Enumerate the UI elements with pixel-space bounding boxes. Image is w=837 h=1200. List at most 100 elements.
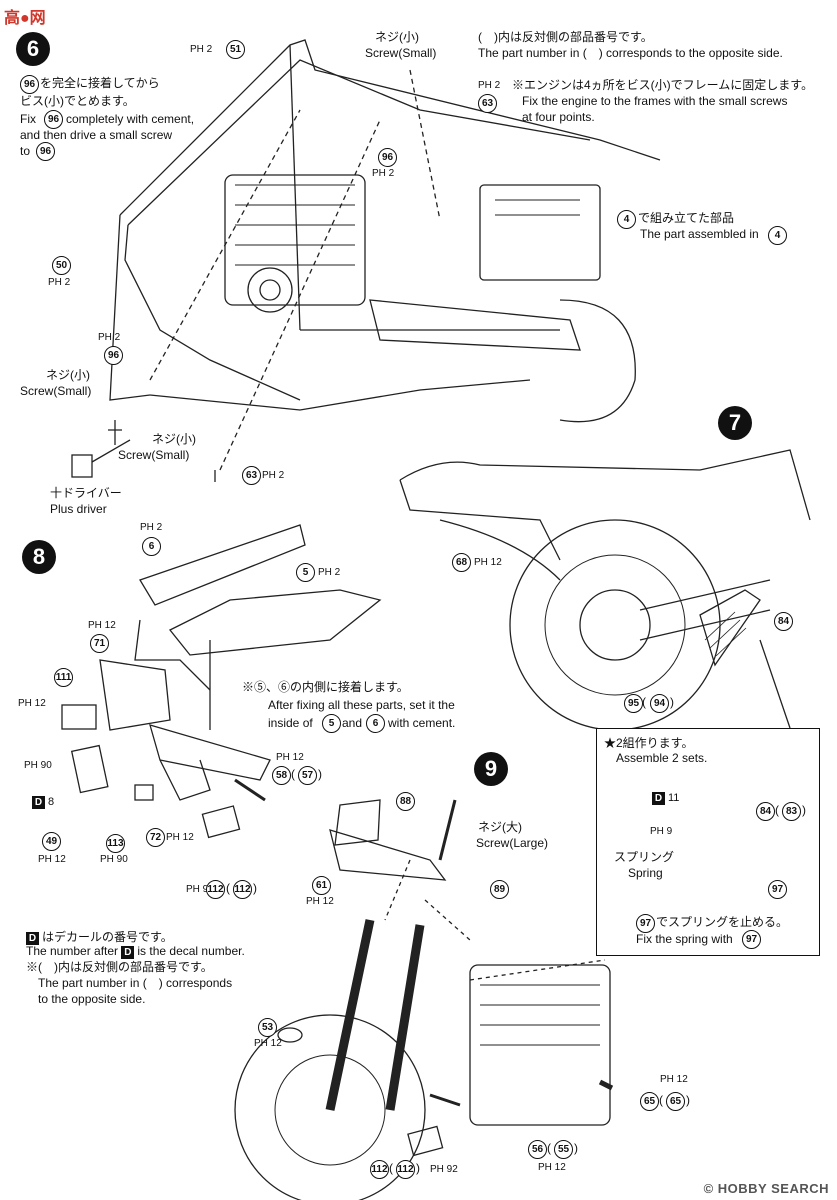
sheet-ph12-111: PH 12 [18, 698, 46, 709]
step6-note-jp-2: ビス(小)でとめます。 [20, 94, 135, 108]
sheet-ph2-96low: PH 2 [98, 332, 121, 343]
sheet-ph12-71: PH 12 [88, 620, 116, 631]
part-96-ref: 96 [20, 75, 39, 94]
step6-note-jp-1: を完全に接着してから [40, 76, 160, 90]
fix-spring-en: Fix the spring with [636, 932, 733, 946]
assemble-2-en: Assemble 2 sets. [616, 751, 708, 765]
part-83: 83 [782, 802, 801, 821]
sheet-ph90-113: PH 90 [100, 854, 128, 865]
sheet-ph12-68: PH 12 [474, 557, 502, 568]
cement-note-en-2: inside of [268, 716, 313, 730]
step6-note-en-1b: completely with cement, [66, 112, 195, 126]
part-96-ref-en: 96 [44, 110, 63, 129]
sheet-ph2-51: PH 2 [190, 44, 213, 55]
paren-83-close: ) [802, 803, 806, 817]
sheet-ph12-61: PH 12 [306, 896, 334, 907]
screw-large-jp: ネジ(大) [478, 820, 522, 834]
ref-6: 6 [366, 714, 385, 733]
part-84: 84 [774, 612, 793, 631]
part-71: 71 [90, 634, 109, 653]
part-113: 113 [106, 834, 125, 853]
part-5: 5 [296, 563, 315, 582]
step6-note-en-1a: Fix [20, 112, 36, 126]
decal-d-icon: D [26, 932, 39, 945]
part-61: 61 [312, 876, 331, 895]
part-112-opp: 112 [233, 880, 252, 899]
driver-jp: 十ドライバー [50, 486, 122, 500]
sheet-ph92-112: PH 92 [186, 884, 214, 895]
paren-open-94: ( [642, 695, 646, 709]
screw-large-en: Screw(Large) [476, 836, 549, 850]
step-7-badge: 7 [718, 406, 752, 440]
part-57: 57 [298, 766, 317, 785]
part-55: 55 [554, 1140, 573, 1159]
cement-note-en-1: After fixing all these parts, set it the [268, 698, 455, 712]
paren-55-close: ) [574, 1141, 578, 1155]
opposite2-en-2: to the opposite side. [38, 992, 146, 1006]
fix-spring-jp: でスプリングを止める。 [656, 915, 789, 929]
part-95: 95 [624, 694, 643, 713]
part-63-low: 63 [242, 466, 261, 485]
sheet-ph2-63low: PH 2 [262, 470, 285, 481]
part-49: 49 [42, 832, 61, 851]
step-9-badge: 9 [474, 752, 508, 786]
part-96-ref-en2: 96 [36, 142, 55, 161]
sheet-ph2-50: PH 2 [48, 277, 71, 288]
sheet-ph2-6: PH 2 [140, 522, 163, 533]
assembled-en: The part assembled in [640, 227, 759, 241]
engine-note-en-1: Fix the engine to the frames with the sm… [522, 94, 788, 108]
assemble-2-jp: ★2組作ります。 [604, 736, 694, 750]
paren-55-open: ( [547, 1141, 551, 1155]
part-84-box: 84 [756, 802, 775, 821]
sheet-ph12-58: PH 12 [276, 752, 304, 763]
part-58: 58 [272, 766, 291, 785]
paren-112s9-open: ( [389, 1161, 393, 1175]
paren-57-close: ) [318, 767, 322, 781]
opposite2-en-1: The part number in ( ) corresponds [38, 976, 233, 990]
part-97-ref-en: 97 [742, 930, 761, 949]
part-68: 68 [452, 553, 471, 572]
screw-low-en: Screw(Small) [118, 448, 190, 462]
paren-112s9-close: ) [416, 1161, 420, 1175]
part-65-opp: 65 [666, 1092, 685, 1111]
paren-65-close: ) [686, 1093, 690, 1107]
decal-d-icon: D [32, 796, 45, 809]
part-63-top: 63 [478, 94, 497, 113]
sheet-ph12-56: PH 12 [538, 1162, 566, 1173]
screw-left-en: Screw(Small) [20, 384, 92, 398]
cement-note-jp: ※⑤、⑥の内側に接着します。 [242, 680, 409, 694]
part-97-ref: 97 [636, 914, 655, 933]
cement-note-en-4: with cement. [388, 716, 456, 730]
part-89: 89 [490, 880, 509, 899]
part-112-s9: 112 [370, 1160, 389, 1179]
part-6: 6 [142, 537, 161, 556]
site-watermark: 高●网 [4, 10, 46, 27]
part-111: 111 [54, 668, 73, 687]
opposite2-jp: ※( )内は反対側の部品番号です。 [26, 960, 213, 974]
part-50: 50 [52, 256, 71, 275]
paren-65-open: ( [659, 1093, 663, 1107]
part-112-s9-opp: 112 [396, 1160, 415, 1179]
sheet-ph92-s9: PH 92 [430, 1164, 458, 1175]
assembled-jp: で組み立てた部品 [638, 211, 735, 225]
part-96-mid: 96 [378, 148, 397, 167]
hobby-search-watermark: © HOBBY SEARCH [703, 1181, 829, 1196]
paren-83-open: ( [775, 803, 779, 817]
paren-112-close: ) [253, 881, 257, 895]
sheet-ph2-63: PH 2 [478, 80, 501, 91]
part-4-ref: 4 [617, 210, 636, 229]
sheet-ph2-96mid: PH 2 [372, 168, 395, 179]
part-65: 65 [640, 1092, 659, 1111]
sheet-ph12-53: PH 12 [254, 1038, 282, 1049]
spring-en: Spring [628, 866, 663, 880]
step6-note-en-2: and then drive a small screw [20, 128, 173, 142]
opposite-note-jp: ( )内は反対側の部品番号です。 [478, 30, 653, 44]
sheet-ph9: PH 9 [650, 826, 673, 837]
cement-note-en-3: and [342, 716, 363, 730]
driver-en: Plus driver [50, 502, 107, 516]
step6-note-en-3: to [20, 144, 31, 158]
